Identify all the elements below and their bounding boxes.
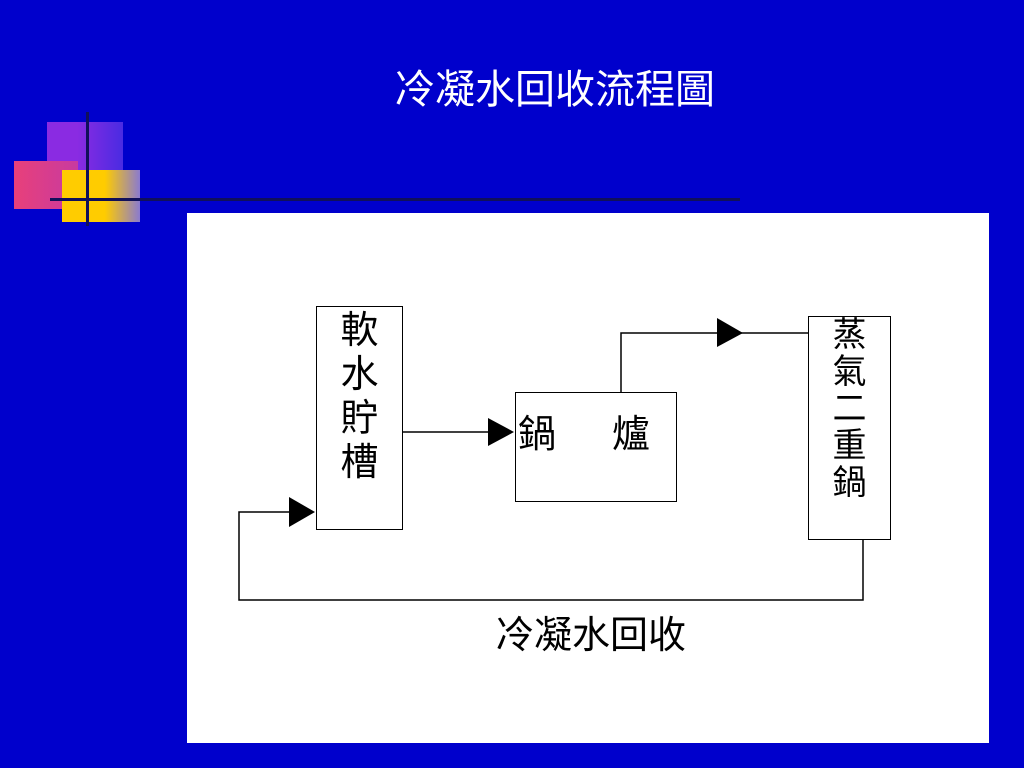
deco-square-yellow [62, 170, 140, 222]
label-char: 鍋 [832, 463, 867, 503]
label-char: 氣 [832, 352, 867, 392]
label-char: 重 [832, 426, 867, 466]
label-char: 軟 [340, 308, 379, 352]
label-char: 蒸 [832, 315, 867, 355]
node-steam-kettle-label: 蒸 氣 二 重 鍋 [808, 318, 891, 500]
node-boiler-label-1: 鍋 [518, 412, 557, 456]
label-char: 二 [832, 389, 867, 429]
return-label: 冷凝水回收 [496, 613, 687, 657]
arrow-boiler-to-kettle [717, 318, 743, 347]
arrow-tank-to-boiler [488, 418, 514, 446]
node-steam-kettle [808, 316, 891, 540]
node-soft-water-tank-label: 軟 水 貯 槽 [316, 311, 403, 481]
edge-boiler-to-kettle [620, 332, 810, 392]
node-soft-water-tank [316, 306, 403, 530]
edge-return [238, 511, 864, 601]
label-char: 貯 [340, 396, 379, 440]
label-char: 槽 [340, 440, 379, 484]
node-boiler-label-2: 爐 [612, 412, 651, 456]
deco-horizontal-line [50, 198, 740, 201]
slide-title: 冷凝水回收流程圖 [395, 67, 715, 113]
deco-vertical-line [86, 112, 89, 226]
arrow-return [289, 497, 315, 527]
node-boiler [515, 392, 677, 502]
label-char: 水 [340, 352, 379, 396]
